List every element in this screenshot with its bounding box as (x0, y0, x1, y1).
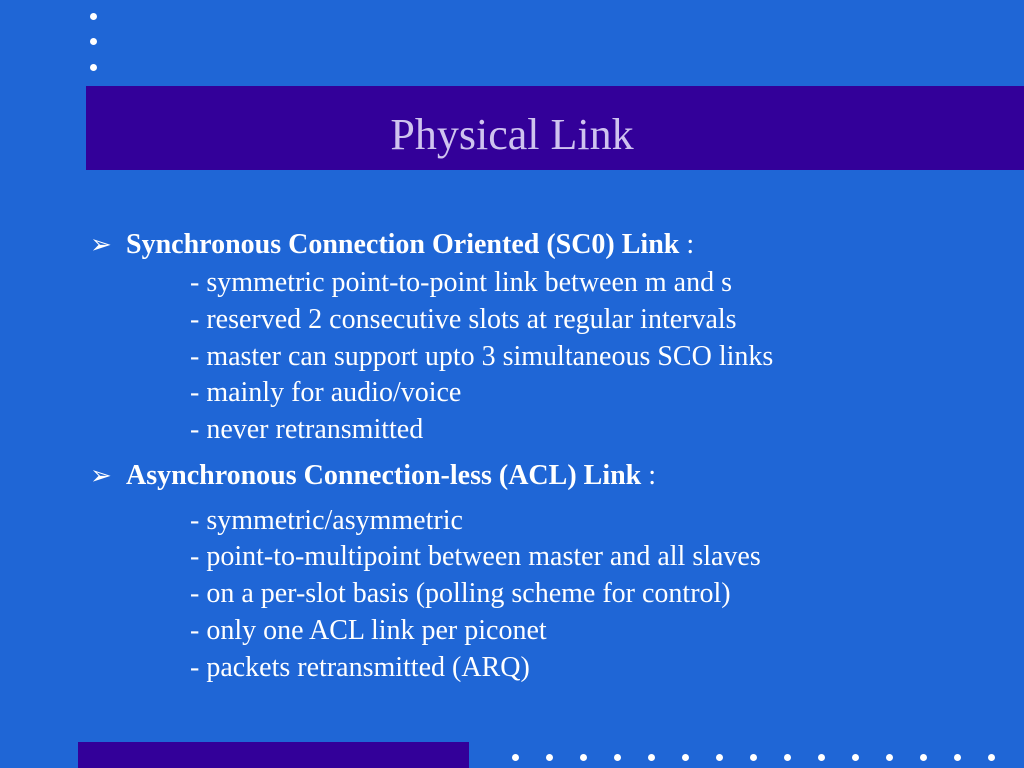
section-heading-acl: ➢ Asynchronous Connection-less (ACL) Link… (90, 458, 656, 494)
list-item: - reserved 2 consecutive slots at regula… (190, 304, 737, 335)
list-item: - mainly for audio/voice (190, 377, 462, 408)
list-item: - never retransmitted (190, 414, 424, 445)
arrow-right-icon: ➢ (90, 230, 112, 259)
decor-dot (716, 754, 723, 761)
decor-dot (580, 754, 587, 761)
decor-dot (852, 754, 859, 761)
decor-dot (90, 38, 97, 45)
section-heading-suffix: : (641, 460, 657, 491)
decor-dot (614, 754, 621, 761)
decor-dot (784, 754, 791, 761)
decor-dot (512, 754, 519, 761)
arrow-right-icon: ➢ (90, 461, 112, 490)
decor-dot (818, 754, 825, 761)
decor-dot (682, 754, 689, 761)
decor-dot (954, 754, 961, 761)
slide-title: Physical Link (390, 110, 634, 159)
list-item: - symmetric/asymmetric (190, 505, 463, 536)
section-heading-label: Asynchronous Connection-less (ACL) Link (126, 460, 642, 491)
decor-dot (648, 754, 655, 761)
list-item: - only one ACL link per piconet (190, 615, 547, 646)
decor-dot (886, 754, 893, 761)
bottom-band (78, 742, 469, 768)
list-item: - point-to-multipoint between master and… (190, 541, 761, 572)
decor-dot (750, 754, 757, 761)
decor-dot (90, 13, 97, 20)
section-heading-sco: ➢ Synchronous Connection Oriented (SC0) L… (90, 227, 694, 263)
list-item: - master can support upto 3 simultaneous… (190, 341, 774, 372)
list-item: - symmetric point-to-point link between … (190, 267, 733, 298)
section-heading-label: Synchronous Connection Oriented (SC0) Li… (126, 229, 680, 260)
list-item: - packets retransmitted (ARQ) (190, 652, 530, 683)
list-item: - on a per-slot basis (polling scheme fo… (190, 578, 731, 609)
decor-dot (920, 754, 927, 761)
title-band (86, 86, 1024, 170)
decor-dot (988, 754, 995, 761)
decor-dot (90, 64, 97, 71)
section-heading-suffix: : (679, 229, 695, 260)
decor-dot (546, 754, 553, 761)
